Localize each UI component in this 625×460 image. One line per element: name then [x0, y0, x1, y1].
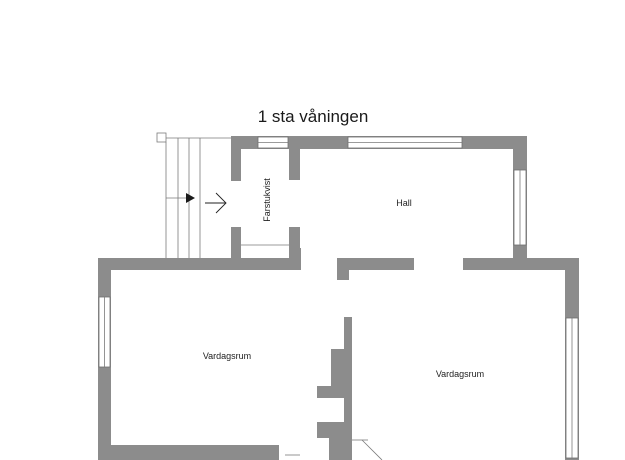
- chimney-wall: [317, 317, 352, 460]
- room-label-hall: Hall: [396, 198, 412, 208]
- partition-stub: [337, 258, 414, 270]
- arrow-right-icon: [205, 192, 227, 214]
- stairs-icon: [156, 132, 232, 258]
- room-label-vardagsrum-left: Vardagsrum: [203, 351, 251, 361]
- living-room-right-walls: [463, 258, 579, 460]
- living-room-left-walls: [98, 258, 301, 460]
- room-label-vardagsrum-right: Vardagsrum: [436, 369, 484, 379]
- door-swing: [361, 439, 383, 460]
- room-label-farstukvist: Farstukvist: [262, 178, 272, 222]
- partition-stub-post: [337, 258, 349, 280]
- floor-title: 1 sta våningen: [258, 107, 369, 126]
